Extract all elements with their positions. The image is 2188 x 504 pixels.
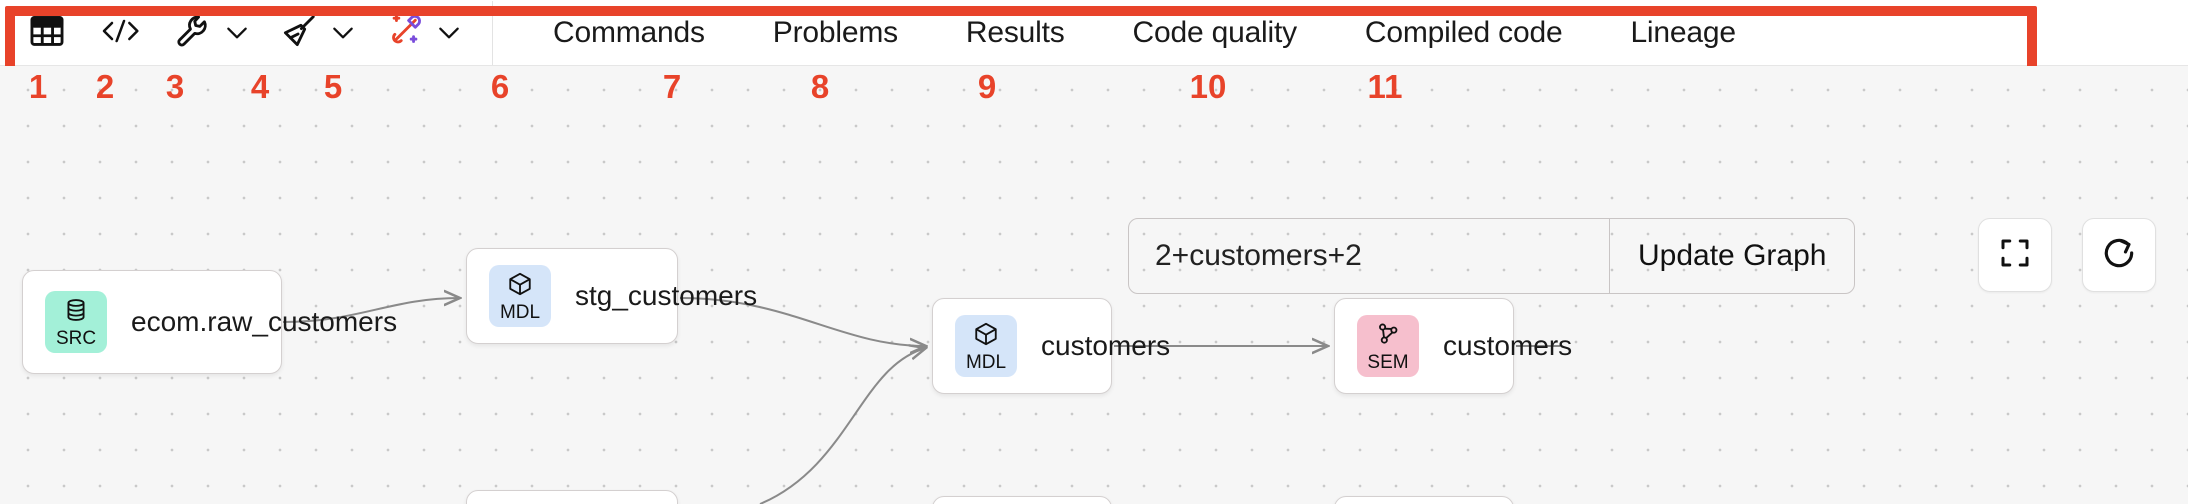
annotation-number-3: 3 xyxy=(165,68,185,105)
refresh-icon xyxy=(2100,234,2138,277)
annotation-number-6: 6 xyxy=(490,68,510,105)
node-label: stg_customers xyxy=(575,280,758,311)
annotation-number-2: 2 xyxy=(95,68,115,105)
node-badge-mdl: MDL xyxy=(489,265,551,327)
toolbar-divider xyxy=(492,0,493,65)
annotation-number-8: 8 xyxy=(810,68,830,105)
wrench-icon xyxy=(174,12,212,53)
edge-other-to-customers xyxy=(759,348,926,504)
database-icon xyxy=(63,297,89,328)
refresh-button[interactable] xyxy=(2082,218,2156,292)
tab-problems[interactable]: Problems xyxy=(739,16,932,50)
lineage-node-partial-3[interactable] xyxy=(1334,496,1514,504)
code-icon-button[interactable] xyxy=(94,10,146,56)
lineage-node-customers[interactable]: SEM customers xyxy=(1334,298,1572,394)
lineage-node-stg-customers[interactable]: MDL stg_customers xyxy=(466,248,757,344)
edge-stg-to-customers xyxy=(679,297,926,346)
tab-code-quality[interactable]: Code quality xyxy=(1099,16,1331,50)
annotation-number-11: 11 xyxy=(1367,68,1403,105)
annotation-number-10: 10 xyxy=(1189,68,1227,105)
editor-toolbar: Commands Problems Results Code quality C… xyxy=(0,0,2188,66)
cube-icon xyxy=(507,271,533,302)
tab-commands[interactable]: Commands xyxy=(519,16,739,50)
lineage-node-partial-2[interactable] xyxy=(932,496,1112,504)
graph-controls: Update Graph xyxy=(1128,218,1856,294)
node-badge-label: MDL xyxy=(499,301,541,323)
toolbar-icon-group xyxy=(0,0,519,65)
graph-search-input[interactable] xyxy=(1129,219,1609,293)
node-label: customers xyxy=(1041,330,1171,361)
magic-wand-icon xyxy=(386,12,424,53)
tab-bar: Commands Problems Results Code quality C… xyxy=(519,0,1770,65)
tab-lineage[interactable]: Lineage xyxy=(1596,16,1769,50)
lineage-node-customers[interactable]: MDL customers xyxy=(932,298,1170,394)
node-badge-src: SRC xyxy=(45,291,107,353)
node-badge-label: MDL xyxy=(965,351,1007,373)
node-label: ecom.raw_customers xyxy=(131,306,398,337)
tab-compiled-code[interactable]: Compiled code xyxy=(1331,16,1597,50)
ai-assist-menu-group xyxy=(380,10,462,56)
annotation-number-5: 5 xyxy=(323,68,343,105)
table-icon xyxy=(28,12,66,53)
node-label: customers xyxy=(1443,330,1573,361)
node-badge-mdl: MDL xyxy=(955,315,1017,377)
node-badge-label: SRC xyxy=(55,327,97,349)
tools-menu-group xyxy=(168,10,250,56)
annotation-number-1: 1 xyxy=(28,68,48,105)
annotation-number-7: 7 xyxy=(662,68,682,105)
broom-icon xyxy=(280,12,318,53)
code-icon xyxy=(100,14,140,51)
magic-wand-icon-button[interactable] xyxy=(380,10,430,56)
table-icon-button[interactable] xyxy=(22,10,72,56)
format-menu-group xyxy=(274,10,356,56)
graph-icon xyxy=(1375,321,1401,352)
cube-icon xyxy=(973,321,999,352)
update-graph-button[interactable]: Update Graph xyxy=(1610,219,1854,293)
edge-raw-to-stg xyxy=(282,298,460,323)
annotation-number-4: 4 xyxy=(250,68,270,105)
lineage-edges xyxy=(282,66,1560,504)
lineage-node-ecom-raw-customers[interactable]: SRC ecom.raw_customers xyxy=(22,270,397,374)
tab-results[interactable]: Results xyxy=(932,16,1099,50)
control-divider xyxy=(1609,219,1610,293)
node-badge-sem: SEM xyxy=(1357,315,1419,377)
lineage-node-partial-1[interactable] xyxy=(466,490,678,504)
fullscreen-icon xyxy=(1997,235,2033,276)
fit-view-button[interactable] xyxy=(1978,218,2052,292)
wrench-icon-button[interactable] xyxy=(168,10,218,56)
node-badge-label: SEM xyxy=(1367,351,1409,373)
broom-icon-button[interactable] xyxy=(274,10,324,56)
chevron-down-icon[interactable] xyxy=(330,24,356,42)
chevron-down-icon[interactable] xyxy=(436,24,462,42)
annotation-number-9: 9 xyxy=(977,68,997,105)
chevron-down-icon[interactable] xyxy=(224,24,250,42)
